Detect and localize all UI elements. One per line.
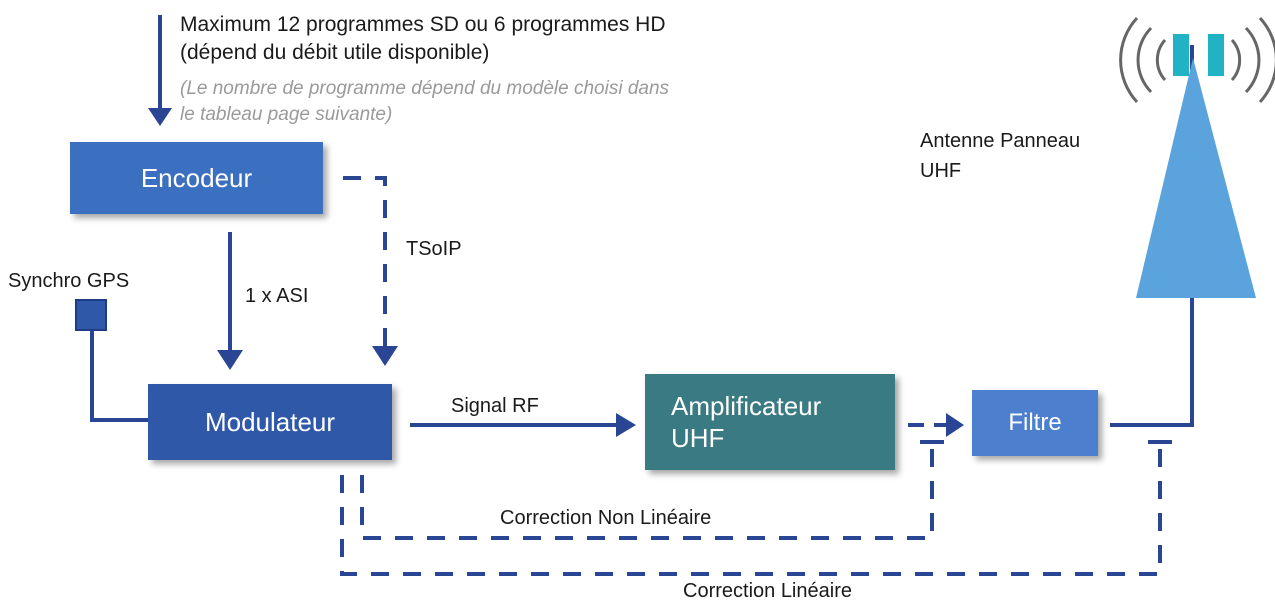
correction-lineaire-label: Correction Linéaire <box>683 580 852 602</box>
amplificateur-sublabel: UHF <box>671 423 725 453</box>
gps-sync-icon <box>75 299 148 422</box>
header-note-line-1: (Le nombre de programme dépend du modèle… <box>180 78 670 99</box>
modulateur-label: Modulateur <box>204 406 336 437</box>
antenna-icon <box>1136 34 1256 298</box>
input-arrow <box>148 15 172 126</box>
correction-lineaire-loop <box>340 440 1172 576</box>
modulateur-block: Modulateur <box>148 384 392 460</box>
encodeur-block: Encodeur <box>70 142 323 214</box>
antenne-label-line-1: Antenne Panneau <box>920 130 1081 152</box>
radio-waves-icon <box>1119 16 1275 104</box>
filtre-label: Filtre <box>1008 409 1062 436</box>
header-line-2: (dépend du débit utile disponible) <box>180 41 490 64</box>
amplificateur-block: Amplificateur UHF <box>645 374 895 470</box>
asi-arrow <box>217 232 243 370</box>
header-note-line-2: le tableau page suivante) <box>180 104 393 125</box>
signal-rf-label: Signal RF <box>451 395 539 417</box>
encodeur-label: Encodeur <box>140 162 253 193</box>
tsoip-dashed-arrow <box>343 176 398 366</box>
asi-label: 1 x ASI <box>245 285 309 307</box>
tsoip-label: TSoIP <box>406 238 462 260</box>
amplificateur-label: Amplificateur <box>671 391 822 421</box>
antenne-label-line-2: UHF <box>920 160 962 182</box>
correction-non-lineaire-loop <box>360 440 944 540</box>
signal-rf-arrow <box>410 413 636 437</box>
correction-non-lineaire-label: Correction Non Linéaire <box>500 507 712 529</box>
header-line-1: Maximum 12 programmes SD ou 6 programmes… <box>180 13 666 36</box>
filtre-block: Filtre <box>972 390 1098 456</box>
amp-to-filter-arrow <box>908 413 964 437</box>
synchro-gps-label: Synchro GPS <box>8 270 130 292</box>
